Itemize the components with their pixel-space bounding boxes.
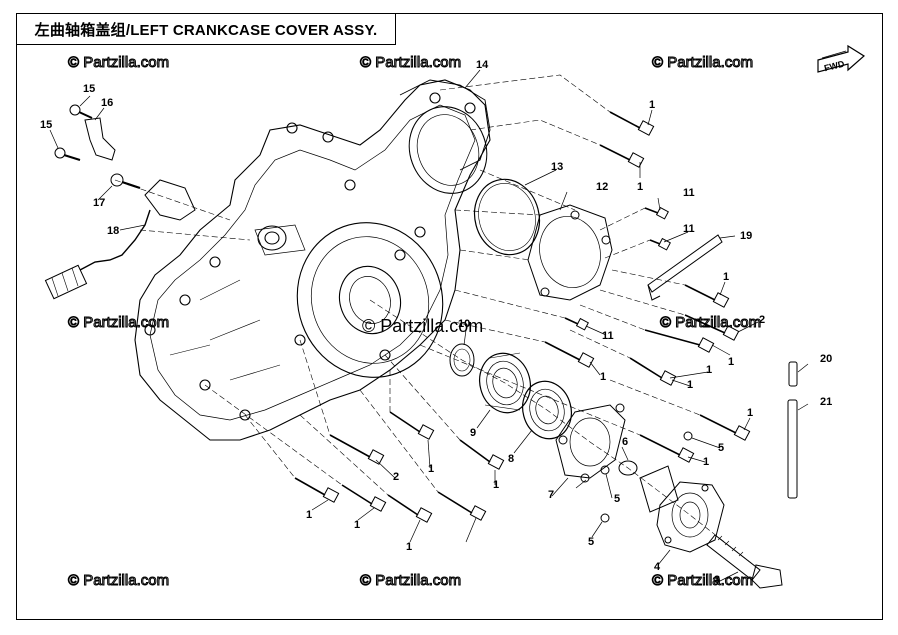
- callout-20: 20: [820, 353, 832, 365]
- callout-1: 1: [406, 541, 412, 553]
- callout-2: 2: [759, 314, 765, 326]
- watermarks: © Partzilla.com © Partzilla.com © Partzi…: [68, 54, 762, 590]
- part-7-plate: [555, 403, 626, 483]
- fwd-label: FWD: [823, 58, 846, 73]
- part-13-o-ring: [473, 178, 541, 256]
- callout-3: 3: [714, 574, 720, 586]
- callout-1: 1: [687, 379, 693, 391]
- watermark-center: © Partzilla.com: [362, 316, 483, 336]
- crankcase-cover: [134, 79, 491, 441]
- watermark: © Partzilla.com: [360, 54, 461, 71]
- part-12-cover-plate: [527, 204, 613, 301]
- watermark: © Partzilla.com: [68, 572, 169, 589]
- part-14-cover: [399, 79, 491, 171]
- part-9-bearing: [479, 352, 531, 414]
- leader-lines: [49, 69, 809, 583]
- callout-8: 8: [508, 453, 514, 465]
- callout-1: 1: [649, 99, 655, 111]
- callout-13: 13: [551, 161, 563, 173]
- callout-15: 15: [83, 83, 95, 95]
- part-21-pin: [787, 399, 798, 499]
- part-10-oil-seal: [449, 343, 475, 377]
- assembly-lines: [114, 74, 761, 571]
- part-19-bracket: [647, 234, 723, 301]
- part-15-screw: [54, 104, 93, 161]
- callout-16: 16: [101, 97, 113, 109]
- part-8-bearing: [522, 380, 572, 440]
- callout-4: 4: [654, 561, 661, 573]
- callout-1: 1: [354, 519, 360, 531]
- callout-12: 12: [596, 181, 608, 193]
- callout-21: 21: [820, 396, 832, 408]
- part-6-o-ring: [618, 460, 638, 476]
- callout-5: 5: [614, 493, 620, 505]
- watermark: © Partzilla.com: [660, 314, 761, 331]
- callout-1: 1: [728, 356, 734, 368]
- callouts: 1 1 1 1 1 1 1 1 1 1 1 1 1 1 2 2 2 3 4 5: [40, 59, 832, 586]
- part-17-bolt: [110, 173, 141, 190]
- callout-7: 7: [548, 489, 554, 501]
- part-16-bracket: [84, 117, 116, 161]
- watermark: © Partzilla.com: [652, 572, 753, 589]
- part-20-dowel: [788, 361, 798, 387]
- part-4-housing: [639, 465, 725, 553]
- watermark: © Partzilla.com: [652, 54, 753, 71]
- callout-1: 1: [637, 181, 643, 193]
- callout-1: 1: [493, 479, 499, 491]
- bolt-set: [294, 111, 751, 523]
- diagram-title: 左曲轴箱盖组/LEFT CRANKCASE COVER ASSY.: [16, 13, 396, 45]
- callout-14: 14: [476, 59, 489, 71]
- watermark: © Partzilla.com: [68, 54, 169, 71]
- callout-9: 9: [470, 427, 476, 439]
- callout-1: 1: [600, 371, 606, 383]
- callout-1: 1: [306, 509, 312, 521]
- callout-1: 1: [723, 271, 729, 283]
- callout-5: 5: [718, 442, 724, 454]
- fwd-arrow-icon: FWD: [817, 44, 866, 73]
- callout-1: 1: [428, 463, 434, 475]
- callout-2: 2: [393, 471, 399, 483]
- drawing-frame: [16, 13, 883, 620]
- callout-15: 15: [40, 119, 52, 131]
- callout-19: 19: [740, 230, 752, 242]
- callout-1: 1: [706, 364, 712, 376]
- part-18-sensor: [44, 179, 196, 300]
- callout-18: 18: [107, 225, 119, 237]
- watermark: © Partzilla.com: [360, 572, 461, 589]
- callout-5: 5: [588, 536, 594, 548]
- callout-17: 17: [93, 197, 105, 209]
- callout-11: 11: [683, 223, 695, 235]
- watermark: © Partzilla.com: [68, 314, 169, 331]
- callout-11: 11: [683, 187, 695, 199]
- callout-10: 10: [458, 318, 470, 330]
- callout-1: 1: [747, 407, 753, 419]
- callout-11: 11: [602, 330, 614, 342]
- callout-6: 6: [622, 436, 628, 448]
- callout-1: 1: [703, 456, 709, 468]
